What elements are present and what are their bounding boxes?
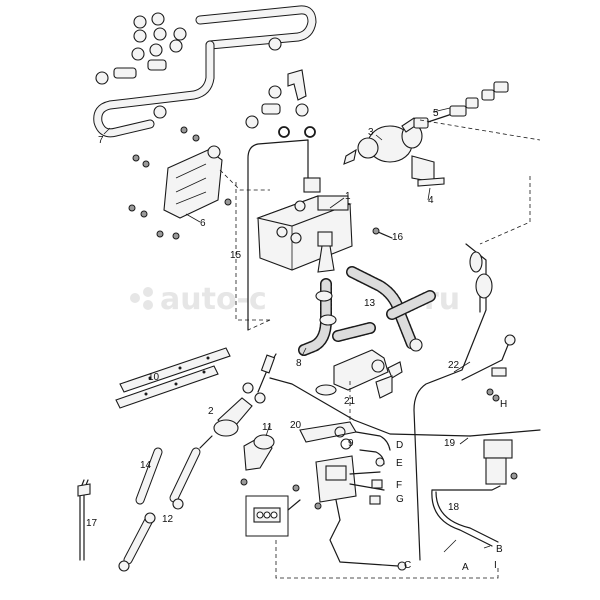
wiring-harness-18 [431,439,518,547]
water-pump-3 [343,117,445,187]
callout-a: A [462,562,469,573]
callout-16: 16 [392,232,404,243]
callout-20: 20 [290,420,302,431]
callout-1: 1 [345,191,351,202]
callout-c: C [404,560,411,571]
watermark-text: auto-c [160,282,267,317]
fuel-hose-12 [118,447,201,572]
mounting-bracket-6 [128,126,232,240]
callout-14: 14 [140,460,152,471]
callout-15: 15 [230,250,242,261]
callout-9: 9 [348,438,354,449]
fuel-pump-2 [199,382,266,449]
callout-6: 6 [200,218,206,229]
callout-e: E [396,458,403,469]
callout-labels: 1 2 3 4 5 6 7 8 9 10 11 12 13 14 15 16 1… [86,108,507,573]
callout-h: H [500,399,507,410]
callout-12: 12 [162,514,174,525]
callout-18: 18 [448,502,460,513]
wiring-harness-22 [413,243,516,561]
exhaust-pipe-13 [346,266,436,352]
callout-i: I [494,560,497,571]
pump-connector-5 [413,81,509,129]
connector-leads [355,431,391,467]
watermark-logo-icon [130,287,153,310]
callout-2: 2 [208,406,214,417]
callout-5: 5 [433,108,439,119]
control-unit-20 [292,421,385,521]
silencer-21 [315,349,403,399]
intake-pipe-8 [298,278,376,356]
screw-16 [372,227,393,239]
callout-11: 11 [262,422,273,433]
callout-21: 21 [344,396,356,407]
callout-13: 13 [364,298,376,309]
fuel-standpipe-17 [77,479,91,561]
callout-d: D [396,440,403,451]
pump-bracket-11 [240,434,275,486]
hose-clamps [95,12,309,129]
callout-7: 7 [98,135,104,146]
callout-g: G [396,494,404,505]
fuel-hose-connector [257,353,277,393]
callout-10: 10 [148,372,160,383]
mounting-strap-10 [115,347,231,409]
bracket-screws [128,126,232,240]
callout-22: 22 [448,360,460,371]
callout-leaders [103,107,491,553]
elbow-fittings [261,69,316,138]
callout-f: F [396,480,402,491]
callout-4: 4 [428,195,434,206]
callout-b: B [496,544,503,555]
fuel-line-15 [247,139,309,331]
callout-19: 19 [444,438,456,449]
fuse-holder-inset [245,495,301,537]
callout-8: 8 [296,358,302,369]
fuel-hose-14 [135,447,163,505]
wiring-harness-19 [269,377,541,437]
heater-unit-1 [256,177,353,273]
callout-3: 3 [368,127,374,138]
callout-17: 17 [86,518,98,529]
harness-to-c [329,519,407,571]
dashed-leaders [219,119,541,579]
